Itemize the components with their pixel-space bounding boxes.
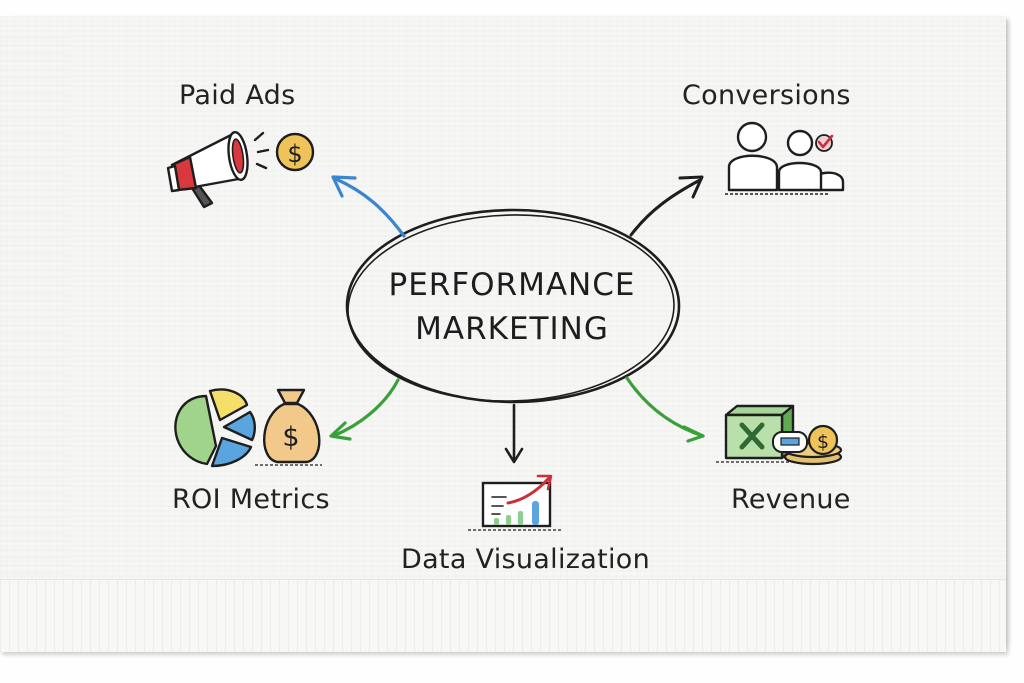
money-bag-icon: $ xyxy=(255,388,322,466)
napkin-hem xyxy=(0,579,1006,652)
paper-napkin xyxy=(0,16,1006,652)
svg-text:$: $ xyxy=(282,422,299,453)
node-label-roi-metrics: ROI Metrics xyxy=(172,484,330,515)
svg-text:$: $ xyxy=(817,431,829,453)
center-ellipse xyxy=(345,208,681,404)
checkmark-badge-icon xyxy=(815,134,834,152)
megaphone-icon xyxy=(166,131,270,209)
node-label-paid-ads: Paid Ads xyxy=(179,80,296,111)
node-label-revenue: Revenue xyxy=(731,484,851,515)
node-label-data-visualization: Data Visualization xyxy=(401,544,650,575)
credit-card-icon xyxy=(772,431,808,453)
svg-text:$: $ xyxy=(287,140,302,168)
node-label-conversions: Conversions xyxy=(682,80,851,111)
central-topic-line2: MARKETING xyxy=(415,311,609,347)
arrow-to-data-visualization xyxy=(504,403,524,464)
arrow-to-roi-metrics xyxy=(329,378,400,441)
arrow-to-revenue xyxy=(625,376,705,443)
coin-icon: $ xyxy=(275,132,315,172)
chart-board-icon xyxy=(468,474,562,531)
napkin-fold-texture xyxy=(0,30,70,590)
central-topic: PERFORMANCE MARKETING xyxy=(372,263,652,351)
people-icon xyxy=(725,121,845,195)
central-topic-line1: PERFORMANCE xyxy=(388,267,636,303)
pie-chart-icon xyxy=(174,388,256,468)
arrow-to-paid-ads xyxy=(331,175,406,238)
arrow-to-conversions xyxy=(629,175,704,237)
